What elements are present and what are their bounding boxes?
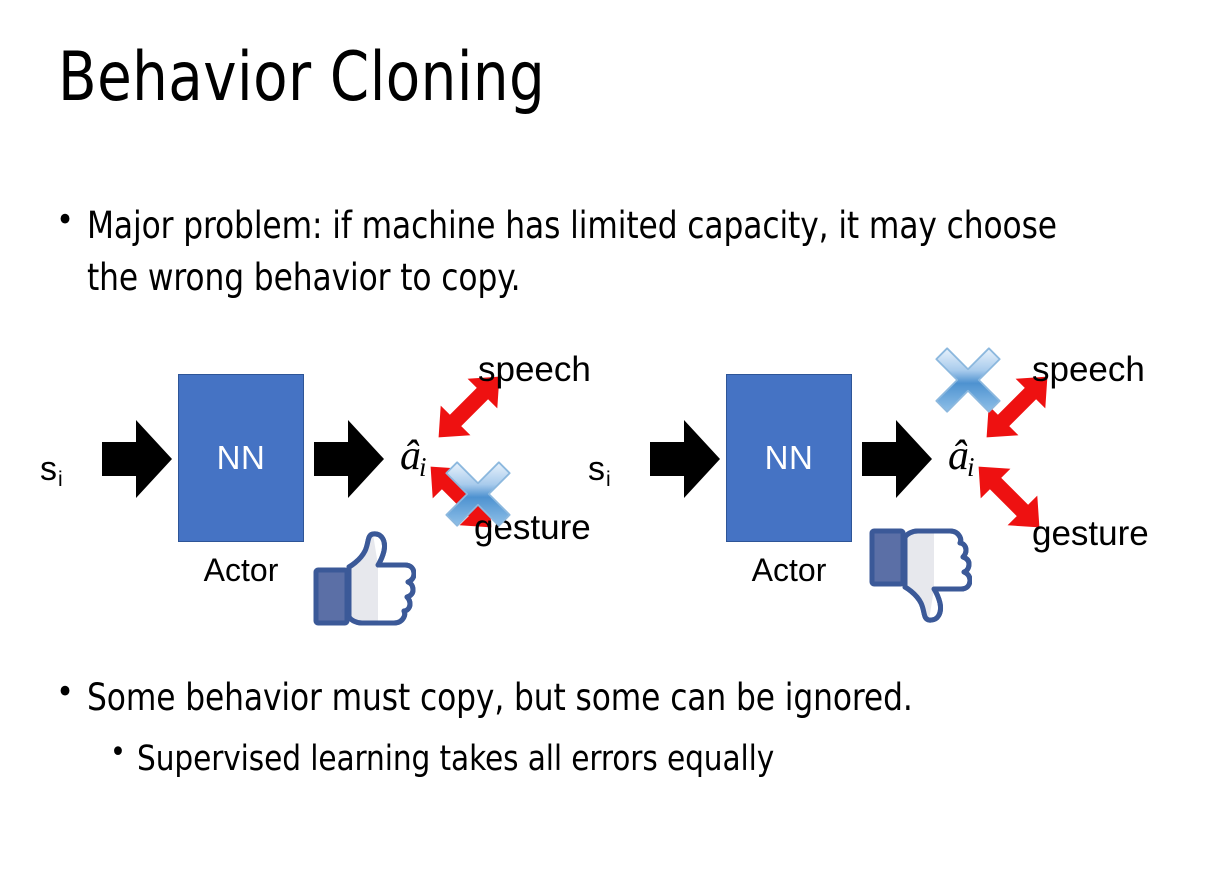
neural-network-box-right: NN xyxy=(726,374,852,542)
block-arrow-right-icon xyxy=(862,420,932,498)
branch-label-speech-left: speech xyxy=(478,350,591,389)
nn-label: NN xyxy=(216,439,266,476)
branch-arrow-speech-right xyxy=(986,376,1048,438)
neural-network-box-left: NN xyxy=(178,374,304,542)
branch-arrow-gesture-left xyxy=(430,466,492,528)
thumbs-down-icon xyxy=(869,528,972,623)
actor-caption-right: Actor xyxy=(751,552,827,588)
bullet-bottom-primary: • Some behavior must copy, but some can … xyxy=(56,672,1186,724)
page-title: Behavior Cloning xyxy=(58,38,546,117)
action-label-left: âi xyxy=(400,433,427,482)
action-label-right: âi xyxy=(948,433,975,482)
nn-label: NN xyxy=(764,439,814,476)
block-arrow-right-icon xyxy=(102,420,172,498)
branch-arrow-gesture-right xyxy=(978,466,1040,528)
branch-label-gesture-right: gesture xyxy=(1032,514,1149,553)
bullet-top-text: Major problem: if machine has limited ca… xyxy=(87,204,1058,299)
blue-cross-icon xyxy=(445,461,511,527)
thumbs-up-icon xyxy=(313,531,416,626)
bullet-marker-icon: • xyxy=(56,200,75,240)
block-arrow-right-icon xyxy=(650,420,720,498)
blue-cross-icon xyxy=(935,347,1001,413)
branch-arrow-speech-left xyxy=(438,376,500,438)
bullet-top: • Major problem: if machine has limited … xyxy=(56,200,1156,304)
actor-caption-left: Actor xyxy=(203,552,279,588)
bullet-marker-icon: • xyxy=(110,735,126,770)
state-label-right: si xyxy=(588,450,611,491)
bullet-bottom-secondary: • Supervised learning takes all errors e… xyxy=(110,735,1190,784)
diagram-behavior-cloning-good: si NN Actor âi speech gesture xyxy=(22,338,602,628)
block-arrow-right-icon xyxy=(314,420,384,498)
branch-label-speech-right: speech xyxy=(1032,350,1145,389)
bullet-marker-icon: • xyxy=(56,672,75,712)
bullet-bottom-primary-text: Some behavior must copy, but some can be… xyxy=(87,676,913,719)
state-label-left: si xyxy=(40,450,63,491)
diagram-behavior-cloning-bad: si NN Actor âi speech xyxy=(570,338,1150,628)
bullet-bottom-secondary-text: Supervised learning takes all errors equ… xyxy=(136,739,775,779)
